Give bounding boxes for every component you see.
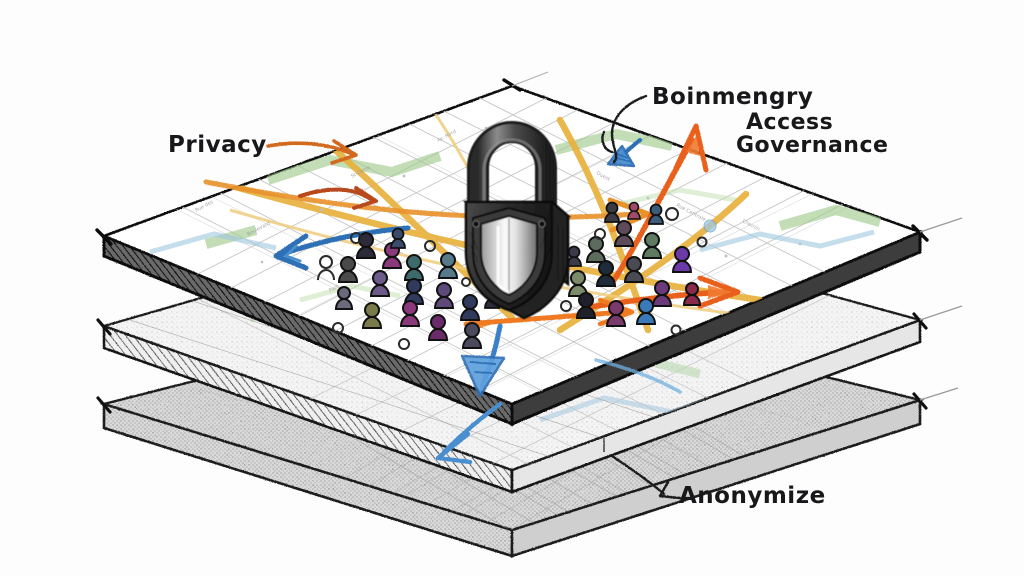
person-outline xyxy=(317,232,471,350)
padlock-body-side-lower xyxy=(505,199,570,320)
padlock-rivet-left xyxy=(472,220,480,228)
person-marker xyxy=(361,302,383,329)
padlock-shackle-highlight xyxy=(482,138,542,202)
label-governance: Governance xyxy=(736,133,888,158)
person-marker xyxy=(355,232,377,259)
person-marker xyxy=(623,256,645,283)
person-marker xyxy=(369,270,391,297)
person-marker xyxy=(459,294,481,321)
person-marker xyxy=(648,203,664,225)
svg-text:Parc: Parc xyxy=(328,283,340,293)
top-layer-corner-marks xyxy=(95,78,929,246)
middle-layer-corner-marks xyxy=(96,312,928,336)
person-marker xyxy=(403,254,425,281)
person-marker xyxy=(585,236,607,263)
people-markers xyxy=(317,201,708,350)
flow-arrow-blue-middle-right xyxy=(594,358,682,394)
person-marker xyxy=(337,256,359,283)
person-marker xyxy=(595,260,617,287)
annotation-leaders xyxy=(266,94,682,500)
label-anonymize: Anonymize xyxy=(679,483,826,509)
person-marker xyxy=(635,298,657,325)
person-marker xyxy=(641,232,663,259)
padlock-shackle xyxy=(470,124,554,214)
person-marker xyxy=(427,314,449,341)
person-marker xyxy=(682,282,702,306)
padlock-rivet-right xyxy=(538,220,546,228)
padlock-shading xyxy=(469,226,564,282)
flow-arrow-blue-lower-left xyxy=(435,401,503,465)
person-marker xyxy=(399,300,421,327)
person-outline xyxy=(560,207,708,336)
top-layer-guide-2 xyxy=(511,71,549,87)
shield-highlight xyxy=(496,226,510,294)
bottom-layer-corner-marks xyxy=(96,392,928,414)
padlock-shield-icon xyxy=(462,121,572,320)
person-marker xyxy=(575,292,597,319)
person-marker xyxy=(613,220,635,247)
person-marker xyxy=(461,322,483,349)
person-marker xyxy=(567,270,589,297)
anonymize-leader-arrow xyxy=(603,438,682,500)
person-marker xyxy=(334,286,354,310)
label-access: Access xyxy=(746,110,833,135)
person-marker xyxy=(390,227,406,249)
flow-arrow-blue-upper-left xyxy=(273,225,411,271)
person-marker xyxy=(604,201,620,223)
people-cluster-right xyxy=(560,201,708,336)
flow-arrow-blue-down-center xyxy=(460,323,506,398)
person-marker xyxy=(671,246,693,273)
person-marker xyxy=(627,201,641,220)
middle-layer-guide xyxy=(919,305,963,321)
label-privacy: Privacy xyxy=(168,132,267,158)
privacy-leader-arrow xyxy=(266,139,358,165)
person-marker xyxy=(433,282,455,309)
flow-arrow-orange-small xyxy=(298,186,378,210)
top-layer-guide xyxy=(919,217,963,233)
map-water xyxy=(149,229,875,255)
bottom-layer-guide xyxy=(919,387,959,401)
map-highlight-dot xyxy=(703,219,717,233)
person-marker xyxy=(437,252,459,279)
person-marker xyxy=(651,280,673,307)
label-boinmengry: Boinmengry xyxy=(652,84,813,110)
people-cluster-left xyxy=(317,227,500,350)
boinmengry-leader-line xyxy=(601,94,648,164)
person-marker xyxy=(605,300,627,327)
annotation-labels: Privacy Boinmengry Access Governance Ano… xyxy=(168,84,888,509)
